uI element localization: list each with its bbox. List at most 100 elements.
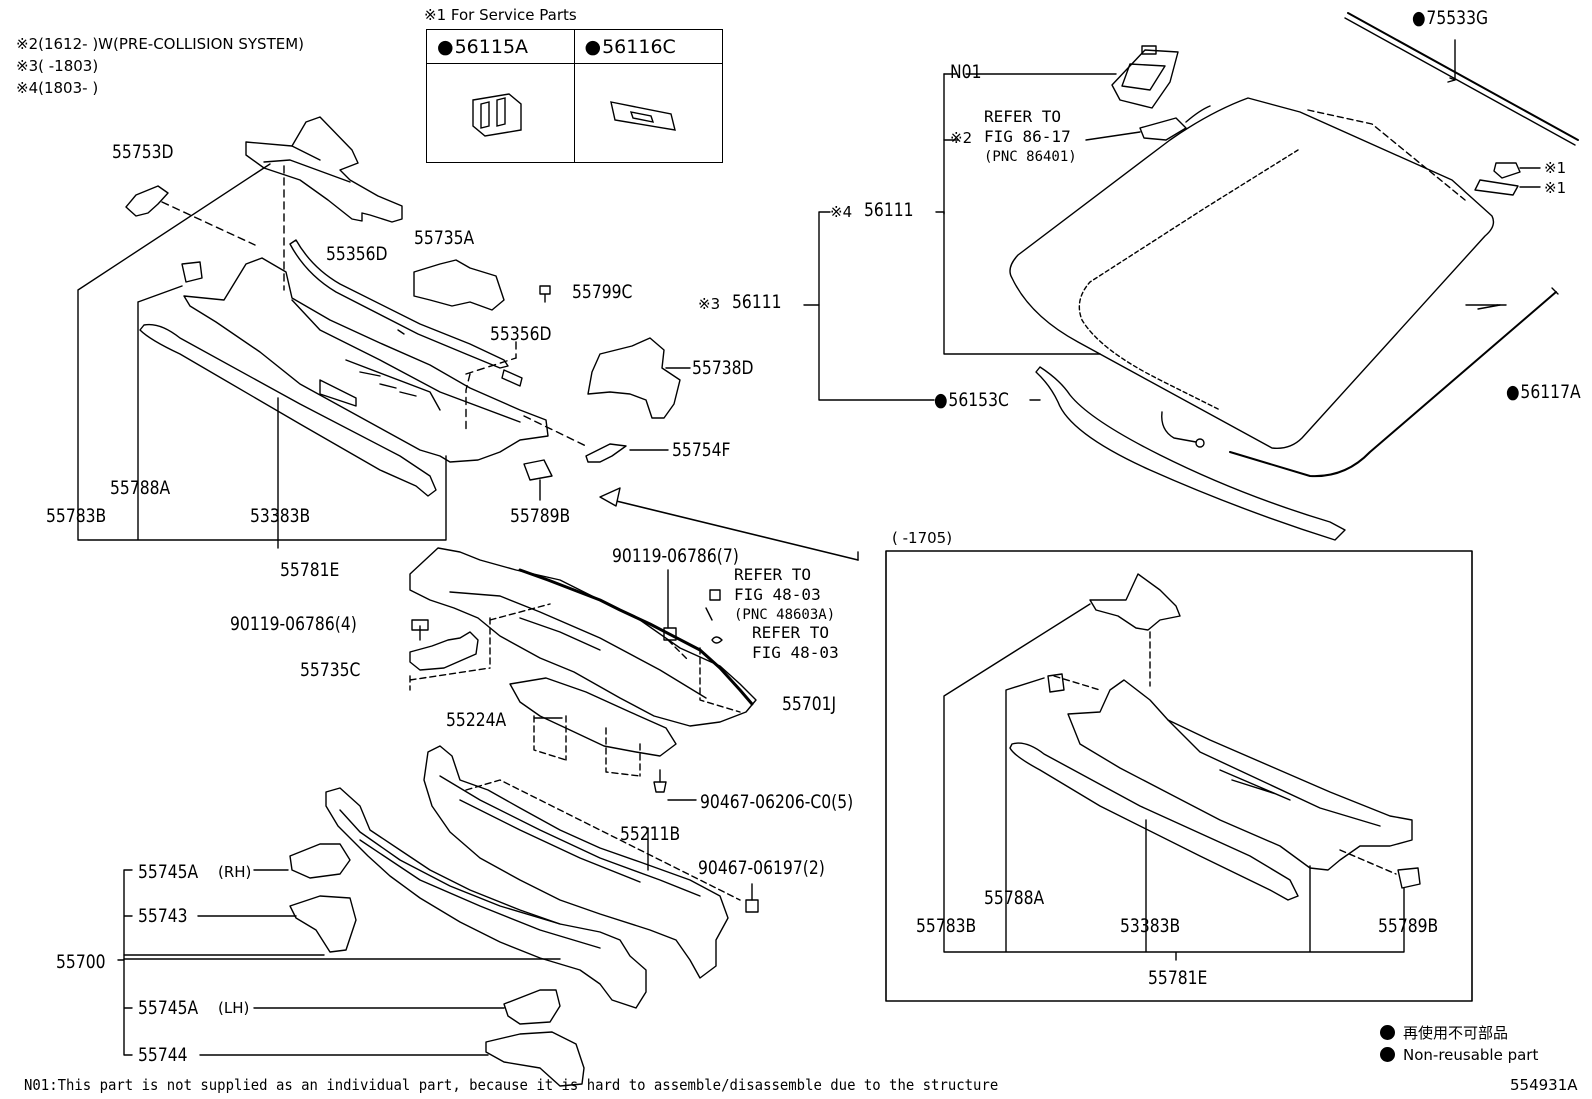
label-55783b: 55783B xyxy=(46,505,107,527)
label-55224a: 55224A xyxy=(446,709,507,731)
label-53383b: 53383B xyxy=(250,505,311,527)
label-55356d-b: 55356D xyxy=(490,323,552,345)
note-2: ※2(1612- )W(PRE-COLLISION SYSTEM) xyxy=(16,35,305,53)
label-55789b: 55789B xyxy=(510,505,571,527)
cowl-louver-55781e xyxy=(183,257,549,463)
label-55745a-rh: 55745A xyxy=(138,861,199,883)
inset-label-55788a: 55788A xyxy=(984,887,1045,909)
inset-label-55781e: 55781E xyxy=(1148,967,1208,989)
bracket-55744 xyxy=(485,1031,585,1087)
label-rh: (RH) xyxy=(218,863,252,881)
label-55211b: 55211B xyxy=(620,823,681,845)
label-55738d: 55738D xyxy=(692,357,754,379)
label-55743: 55743 xyxy=(138,905,188,927)
label-56117a-text: 56117A xyxy=(1520,381,1581,403)
inset-label-53383b: 53383B xyxy=(1120,915,1181,937)
ref-fig86-2: FIG 86-17 xyxy=(984,127,1071,146)
service-col-1-label: 56115A xyxy=(427,30,574,64)
label-56153c-text: 56153C xyxy=(948,389,1009,411)
direction-arrow xyxy=(603,497,859,561)
label-n01: N01 xyxy=(950,61,982,83)
mark-3: ※3 xyxy=(698,295,721,313)
cowl-top-panel xyxy=(245,116,403,223)
windshield-glass xyxy=(1009,97,1495,449)
label-55788a: 55788A xyxy=(110,477,171,499)
label-55356d-a: 55356D xyxy=(326,243,388,265)
inset-label-55789b: 55789B xyxy=(1378,915,1439,937)
ref-fig86-3: (PNC 86401) xyxy=(984,149,1077,165)
service-parts-title: ※1 For Service Parts xyxy=(424,6,577,24)
label-55744: 55744 xyxy=(138,1044,188,1066)
label-55700: 55700 xyxy=(56,951,106,973)
inset-seal xyxy=(1009,742,1299,901)
bracket-55735a xyxy=(413,259,505,311)
legend-jp-text: 再使用不可部品 xyxy=(1403,1024,1509,1042)
legend-bullet xyxy=(1380,1047,1395,1062)
bracket-55745a-lh xyxy=(503,989,561,1025)
mark-1b: ※1 xyxy=(1544,179,1567,197)
legend-en-text: Non-reusable part xyxy=(1403,1046,1539,1064)
figure-id: 554931A xyxy=(1510,1076,1578,1094)
non-reusable-dot xyxy=(1506,381,1520,403)
label-55799c: 55799C xyxy=(572,281,633,303)
ref-fig86-1: REFER TO xyxy=(984,107,1062,126)
service-part-2 xyxy=(1474,179,1519,196)
label-56153c: 56153C xyxy=(934,389,1009,411)
panel-55211b xyxy=(423,745,729,979)
label-56111-3: 56111 xyxy=(732,291,782,313)
service-part-1 xyxy=(1493,162,1521,179)
clip-55799c xyxy=(539,285,551,303)
molding-75533g xyxy=(1347,12,1579,141)
service-parts-table: 56115A 56116C xyxy=(426,29,723,163)
inset-label-55783b: 55783B xyxy=(916,915,977,937)
non-reusable-dot xyxy=(934,389,948,411)
label-55754f: 55754F xyxy=(672,439,731,461)
footer-note: N01:This part is not supplied as an indi… xyxy=(24,1076,999,1094)
label-55735c: 55735C xyxy=(300,659,361,681)
inset-cowl-top xyxy=(1089,573,1181,631)
bracket-55745a-rh xyxy=(289,843,351,879)
insulator-55224a xyxy=(509,677,677,757)
clip-55754f xyxy=(585,443,627,463)
label-lh: (LH) xyxy=(218,999,250,1017)
ref-fig48-a3: (PNC 48603A) xyxy=(734,607,836,623)
label-55745a-lh: 55745A xyxy=(138,997,199,1019)
legend-en: Non-reusable part xyxy=(1380,1046,1538,1064)
molding-56117a xyxy=(1229,291,1557,478)
seal-55788a xyxy=(139,323,437,497)
clip-56115a-icon xyxy=(472,93,522,137)
bracket-55738d xyxy=(587,337,681,419)
ref-fig48-b1: REFER TO xyxy=(752,623,830,642)
label-75533g-text: 75533G xyxy=(1426,7,1489,29)
label-90119-06786-4: 90119-06786(4) xyxy=(230,613,357,635)
mark-1a: ※1 xyxy=(1544,159,1567,177)
service-col-1: 56115A xyxy=(427,30,575,162)
ref-fig48-b2: FIG 48-03 xyxy=(752,643,839,662)
dash-panel-55700 xyxy=(325,787,647,1009)
molding-56153c xyxy=(1035,366,1346,541)
sensor-cover xyxy=(1139,105,1211,141)
inset-clip xyxy=(1397,867,1421,889)
label-55701j: 55701J xyxy=(782,693,837,715)
n01-bracket xyxy=(1111,45,1179,109)
ref-fig48-a1: REFER TO xyxy=(734,565,812,584)
service-col-2: 56116C xyxy=(574,30,722,162)
note-3: ※3( -1803) xyxy=(16,57,99,75)
label-55781e: 55781E xyxy=(280,559,340,581)
legend-bullet xyxy=(1380,1025,1395,1040)
clip-55789b xyxy=(523,459,553,481)
label-90467-06197: 90467-06197(2) xyxy=(698,857,825,879)
seal-55356d xyxy=(289,239,509,369)
cowl-panel-55701j xyxy=(409,547,757,727)
label-56117a: 56117A xyxy=(1506,381,1581,403)
legend-jp: 再使用不可部品 xyxy=(1380,1022,1508,1043)
mark-4: ※4 xyxy=(830,203,853,221)
inset-cowl-louver xyxy=(1067,679,1413,871)
bracket-55753d xyxy=(125,185,169,217)
non-reusable-dot xyxy=(1412,7,1426,29)
inset-title: ( -1705) xyxy=(892,529,953,547)
label-55735a: 55735A xyxy=(414,227,475,249)
ref-fig48-a2: FIG 48-03 xyxy=(734,585,821,604)
